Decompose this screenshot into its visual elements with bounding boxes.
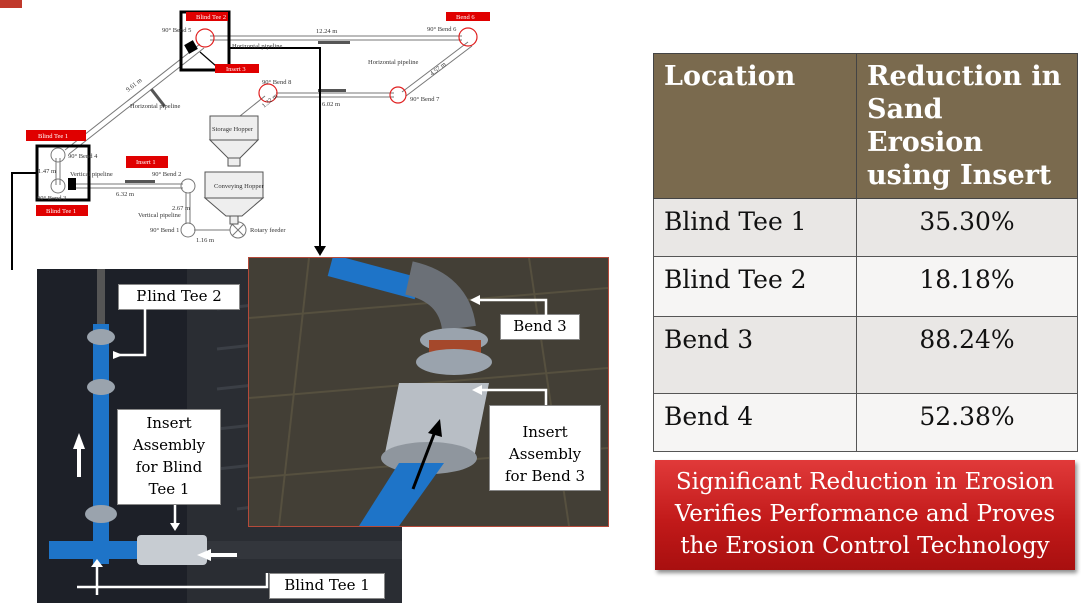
reduction-cell: 52.38%: [856, 393, 1078, 452]
bend-5-label: 90° Bend 5: [162, 27, 191, 34]
tag-5: Insert 1: [136, 159, 156, 166]
tag-1: Blind Tee 2: [196, 14, 226, 21]
callout-blind-tee-1-text: Blind Tee 1: [284, 576, 370, 594]
pipeline-lines: [55, 35, 473, 231]
table-header-row: Location Reduction in Sand Erosion using…: [653, 53, 1078, 199]
corner-accent: [0, 0, 22, 8]
callout-insert-line3: for Bend 3: [505, 467, 585, 485]
callout-insert-assembly-blind-tee-1: Insert Assembly for Blind Tee 1: [117, 409, 221, 505]
conveying-hopper-label: Conveying Hopper: [214, 183, 264, 190]
dim-bottom: 1.16 m: [196, 237, 214, 244]
rotary-feeder-label: Rotary feeder: [250, 227, 286, 234]
location-cell: Bend 4: [653, 393, 857, 452]
tag-4: Blind Tee 1: [38, 133, 68, 140]
location-cell: Blind Tee 2: [653, 256, 857, 317]
header-reduction: Reduction in Sand Erosion using Insert: [856, 53, 1078, 199]
horiz-right-label: Horizontal pipeline: [368, 59, 418, 66]
bend-4-label: 90° Bend 4: [68, 153, 98, 160]
dim-mid-long: 6.02 m: [322, 101, 340, 108]
location-cell: Blind Tee 1: [653, 198, 857, 257]
callout-bend-3-text: Bend 3: [513, 317, 567, 335]
reduction-cell: 18.18%: [856, 256, 1078, 317]
callout-bend-3: Bend 3: [500, 314, 580, 340]
callout-insert-line2: Assembly: [508, 445, 582, 463]
dim-lower-v: 2.67 m: [172, 205, 190, 212]
erosion-reduction-table: Location Reduction in Sand Erosion using…: [653, 53, 1078, 452]
tag-2: Bend 6: [456, 14, 475, 21]
bend-1-label: 90° Bend 1: [150, 227, 179, 234]
tag-3: Insert 3: [226, 66, 246, 73]
bend-7-label: 90° Bend 7: [410, 96, 440, 103]
left-photo-arrows: [73, 296, 269, 595]
vertical-mid-label: Vertical pipeline: [70, 171, 113, 178]
bend-3-label: 90° Bend 3: [37, 195, 66, 202]
flow-arrows: [125, 41, 350, 183]
connector-arrow-left: [11, 172, 37, 270]
table-row: Bend 3 88.24%: [653, 316, 1078, 394]
bend-circles: [195, 27, 478, 104]
storage-hopper: [208, 115, 260, 167]
callout-insert-line4: Tee 1: [148, 480, 190, 498]
callout-insert-line2: Assembly: [132, 436, 206, 454]
callout-insert-assembly-bend-3: Insert Assembly for Bend 3: [489, 405, 601, 491]
dim-left-v: 1.47 m: [38, 168, 56, 175]
banner-line-3: the Erosion Control Technology: [680, 533, 1050, 559]
callout-blind-tee-2: Blind Tee 2: [118, 284, 240, 310]
dim-diag-right: 4.57 m: [429, 61, 448, 78]
callout-insert-line1: Insert: [522, 423, 568, 441]
right-photo-arrows: [411, 295, 548, 490]
header-location: Location: [653, 53, 857, 199]
horiz-top-label: Horizontal pipeline: [232, 43, 282, 50]
location-cell: Bend 3: [653, 316, 857, 394]
reduction-cell: 35.30%: [856, 198, 1078, 257]
pipeline-schematic: Blind Tee 2 Bend 6 Insert 3 Blind Tee 1 …: [11, 10, 490, 270]
callout-insert-line1: Insert: [146, 414, 192, 432]
table-row: Blind Tee 2 18.18%: [653, 256, 1078, 317]
conclusion-banner: Significant Reduction in Erosion Verifie…: [655, 460, 1075, 570]
table-row: Blind Tee 1 35.30%: [653, 198, 1078, 257]
red-tags: [26, 12, 490, 216]
tag-6: Blind Tee 1: [46, 208, 76, 215]
banner-line-2: Verifies Performance and Proves: [674, 501, 1056, 527]
bend-8-label: 90° Bend 8: [262, 79, 291, 86]
callout-blind-tee-2-text: Blind Tee 2: [136, 287, 222, 305]
vertical-low-label: Vertical pipeline: [138, 212, 181, 219]
bend-6-label: 90° Bend 6: [427, 26, 457, 33]
dim-top: 12.24 m: [316, 28, 337, 35]
horiz-left-label: Horizontal pipeline: [130, 103, 180, 110]
connector-arrow-right: [229, 47, 321, 248]
storage-hopper-label: Storage Hopper: [212, 126, 254, 133]
reduction-cell: 88.24%: [856, 316, 1078, 394]
table-row: Bend 4 52.38%: [653, 393, 1078, 452]
bend-circles-gray: [50, 147, 247, 239]
bend-2-label: 90° Bend 2: [152, 171, 181, 178]
conveying-hopper: [203, 171, 265, 225]
dim-lower-h: 6.32 m: [116, 191, 134, 198]
callout-blind-tee-1: Blind Tee 1: [269, 573, 385, 599]
banner-line-1: Significant Reduction in Erosion: [675, 469, 1055, 495]
callout-insert-line3: for Blind: [135, 458, 203, 476]
dim-mid-short: 1.32 m: [261, 93, 279, 110]
